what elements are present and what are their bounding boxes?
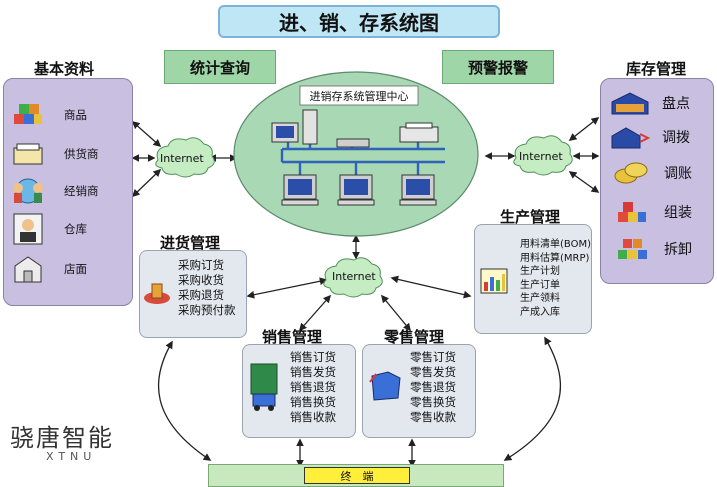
alert-button[interactable]: 预警报警 xyxy=(442,50,554,84)
diagram-title: 进、销、存系统图 xyxy=(218,5,500,38)
list-item[interactable]: 采购预付款 xyxy=(178,303,236,317)
retail-panel xyxy=(362,344,476,438)
list-item[interactable]: 采购退货 xyxy=(178,288,224,302)
list-item[interactable]: 采购订货 xyxy=(178,258,224,272)
cloud-center xyxy=(323,257,383,298)
list-item[interactable]: 店面 xyxy=(12,254,87,284)
list-item[interactable]: 销售发货 xyxy=(290,365,336,379)
list-item[interactable]: 采购收货 xyxy=(178,273,224,287)
internet-label-center: Internet xyxy=(332,270,376,283)
list-item[interactable]: 零售订货 xyxy=(410,350,456,364)
sales-heading: 销售管理 xyxy=(262,328,323,346)
computer-icons xyxy=(271,109,439,206)
production-heading: 生产管理 xyxy=(500,208,561,226)
list-item[interactable]: 生产领料 xyxy=(520,293,560,304)
folder-icon xyxy=(369,371,401,401)
list-item[interactable]: 生产订单 xyxy=(520,279,560,291)
list-item[interactable]: 盘点 xyxy=(610,90,690,116)
stats-query-button[interactable]: 统计查询 xyxy=(164,50,276,84)
coins-icon xyxy=(614,162,648,184)
list-item[interactable]: 经销商 xyxy=(10,176,99,206)
list-item[interactable]: 生产计划 xyxy=(520,266,560,277)
retail-heading: 零售管理 xyxy=(384,328,445,346)
list-item[interactable]: 调账 xyxy=(612,160,692,186)
inventory-heading: 库存管理 xyxy=(626,60,687,78)
logo-subtext: XTNU xyxy=(46,450,97,463)
list-item[interactable]: 零售换货 xyxy=(410,395,456,409)
center-label: 进销存系统管理中心 xyxy=(309,89,409,103)
cloud-right xyxy=(513,135,573,176)
list-item[interactable]: 拆卸 xyxy=(616,234,692,264)
tray-icon xyxy=(13,143,43,165)
transfer-icon xyxy=(611,127,650,149)
chart-icon xyxy=(480,268,508,294)
list-item[interactable]: 销售订货 xyxy=(290,350,336,364)
warehouse-count-icon xyxy=(611,92,649,115)
purchase-list: 采购订货 采购收货 采购退货 采购预付款 xyxy=(178,258,236,318)
list-item[interactable]: 商品 xyxy=(12,100,87,130)
store-icon xyxy=(14,256,42,283)
disassemble-icon xyxy=(618,239,647,259)
logo-text: 骁唐智能 xyxy=(10,424,114,452)
list-item[interactable]: 零售收款 xyxy=(410,410,456,424)
people-globe-icon xyxy=(13,178,43,204)
list-item[interactable]: 零售退货 xyxy=(410,380,456,394)
list-item[interactable]: 用料清单(BOM) xyxy=(520,239,591,250)
warehouse-keeper-icon xyxy=(13,213,43,245)
list-item[interactable]: 销售换货 xyxy=(290,395,336,409)
list-item[interactable]: 产成入库 xyxy=(520,306,560,318)
list-item[interactable]: 组装 xyxy=(616,198,692,226)
basic-heading: 基本资料 xyxy=(34,60,95,78)
assemble-icon xyxy=(618,202,646,222)
boxes-icon xyxy=(14,104,42,124)
purchase-icon xyxy=(144,283,170,304)
internet-label-left: Internet xyxy=(160,152,204,165)
list-item[interactable]: 销售退货 xyxy=(290,380,336,394)
internet-label-right: Internet xyxy=(519,150,563,163)
list-item[interactable]: 调拨 xyxy=(610,124,690,150)
list-item[interactable]: 仓库 xyxy=(12,212,87,246)
cloud-left xyxy=(155,137,215,178)
purchase-heading: 进货管理 xyxy=(160,234,221,252)
sales-list: 销售订货 销售发货 销售退货 销售换货 销售收款 xyxy=(290,350,336,425)
truck-icon xyxy=(250,363,278,411)
list-item[interactable]: 供货商 xyxy=(12,140,99,168)
list-item[interactable]: 零售发货 xyxy=(410,365,456,379)
list-item[interactable]: 销售收款 xyxy=(290,410,336,424)
retail-list: 零售订货 零售发货 零售退货 零售换货 零售收款 xyxy=(410,350,456,425)
list-item[interactable]: 用料估算(MRP) xyxy=(520,252,590,264)
terminal-label[interactable]: 终 端 xyxy=(304,467,410,484)
production-list: 用料清单(BOM) 用料估算(MRP) 生产计划 生产订单 生产领料 产成入库 xyxy=(520,238,591,319)
